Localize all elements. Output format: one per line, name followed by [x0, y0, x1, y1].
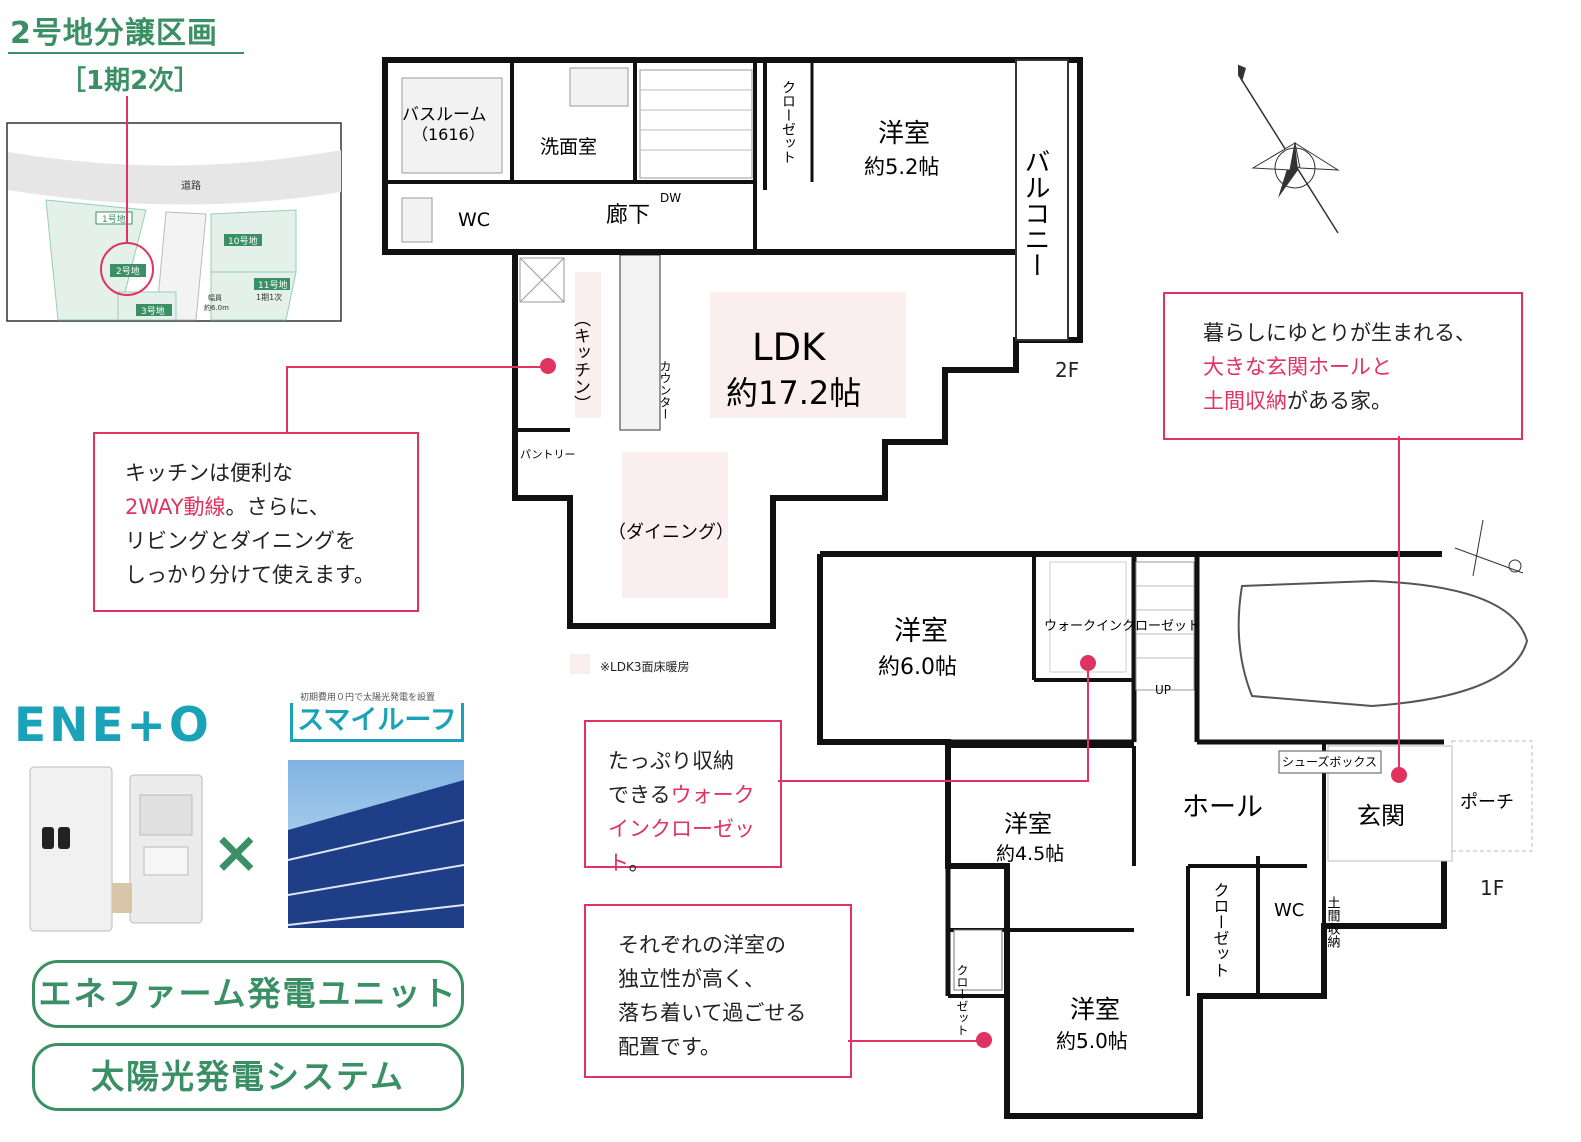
- porch-label: ポーチ: [1460, 792, 1514, 813]
- entrance-marker: [1391, 767, 1407, 783]
- closet-2f-label: クローゼット: [780, 80, 796, 164]
- floor-1f-label: 1F: [1480, 876, 1505, 900]
- shoebox-label: シューズボックス: [1282, 754, 1377, 769]
- dw-label: DW: [660, 191, 681, 205]
- lot2-label: 2号地: [116, 265, 140, 277]
- kitchen-callout: キッチンは便利な 2WAY動線。さらに、 リビングとダイニングを しっかり分けて…: [93, 432, 419, 612]
- page-title: 2号地分譲区画: [10, 16, 218, 51]
- title-underline: [8, 52, 244, 54]
- path-width-label: 幅員: [208, 293, 222, 302]
- pantry-label: パントリー: [520, 448, 576, 461]
- rooms-callout-line4: 配置です。: [618, 1035, 721, 1059]
- storage-label: 土間収納: [1325, 896, 1341, 949]
- western-a-label: 洋室: [894, 616, 948, 647]
- kitchen-marker: [540, 358, 556, 374]
- hall-label: ホール: [1182, 792, 1263, 823]
- western-2f-label: 洋室: [878, 119, 930, 149]
- up-label: UP: [1155, 683, 1171, 697]
- entrance-callout: 暮らしにゆとりが生まれる、 大きな玄関ホールと 土間収納がある家。: [1163, 292, 1523, 440]
- entrance-callout-line1: 暮らしにゆとりが生まれる、: [1203, 321, 1476, 345]
- eneto-logo: ENE+O: [14, 698, 212, 753]
- walkin-callout-line3: インクローゼット。: [608, 817, 755, 875]
- rooms-callout-line3: 落ち着いて過ごせる: [618, 1001, 807, 1025]
- western-c-label: 洋室: [1070, 995, 1120, 1024]
- walkin-callout-leader: [778, 780, 1088, 782]
- smile-roof-subtitle: 初期費用０円で太陽光発電を設置: [300, 693, 436, 703]
- kitchen-callout-line1: キッチンは便利な: [125, 461, 293, 485]
- western-b-label: 洋室: [1004, 810, 1052, 838]
- lot11-label: 11号地: [258, 279, 287, 291]
- fuel-cell-unit-image: [29, 766, 203, 932]
- balcony-label: バルコニー: [1020, 148, 1050, 278]
- bathroom-label: バスルーム: [402, 105, 487, 125]
- kitchen-callout-leader: [286, 366, 288, 432]
- heating-note: ※LDK3面床暖房: [600, 660, 690, 674]
- western-2f-size: 約5.2帖: [864, 155, 939, 179]
- western-b-size: 約4.5帖: [996, 843, 1064, 865]
- floor-plan-2f: バスルーム （1616） 洗面室 クローゼット 洋室 約5.2帖 バルコニー W…: [382, 57, 1083, 629]
- kitchen-label: （キッチン）: [570, 310, 591, 412]
- rooms-callout-line1: それぞれの洋室の: [618, 933, 786, 957]
- lot10-label: 10号地: [228, 235, 257, 247]
- road-label: 道路: [181, 179, 201, 192]
- lot11-sub: 1期1次: [256, 292, 282, 302]
- western-c-size: 約5.0帖: [1056, 1029, 1128, 1053]
- kitchen-callout-line4: しっかり分けて使えます。: [125, 563, 375, 587]
- lot1-label: 1号地: [102, 213, 126, 225]
- rooms-marker: [976, 1032, 992, 1048]
- heating-legend-swatch: [570, 654, 590, 674]
- closet-a-label: クローゼット: [955, 964, 969, 1036]
- solar-panel-image: [288, 760, 464, 928]
- smile-roof-logo: スマイルーフ: [290, 703, 464, 742]
- sitemap-pointer: [126, 96, 128, 124]
- dining-label: （ダイニング）: [608, 522, 734, 543]
- ldk-size: 約17.2帖: [726, 374, 861, 412]
- floor-2f-label: 2F: [1055, 358, 1080, 382]
- walkin-marker: [1080, 655, 1096, 671]
- walkin-callout-line1: たっぷり収納: [608, 749, 734, 773]
- kitchen-callout-line3: リビングとダイニングを: [125, 529, 356, 553]
- solar-label-box: 太陽光発電システム: [32, 1043, 464, 1111]
- site-map: 道路 1号地 2号地 3号地 10号地 11号地 1期1次 幅員 約6.0m: [6, 122, 342, 322]
- entrance-callout-leader: [1398, 436, 1400, 774]
- lot3-label: 3号地: [141, 305, 165, 317]
- washroom-label: 洗面室: [540, 136, 597, 158]
- entrance-callout-line2: 大きな玄関ホールと: [1203, 355, 1392, 379]
- kitchen-callout-line2: 2WAY動線。さらに、: [125, 495, 330, 519]
- ldk-label: LDK: [752, 326, 827, 369]
- cross-symbol: ×: [212, 818, 261, 886]
- compass-icon: [1238, 64, 1340, 234]
- western-a-size: 約6.0帖: [878, 655, 957, 680]
- hallway-label: 廊下: [606, 203, 650, 228]
- walkin-callout: たっぷり収納 できるウォーク インクローゼット。: [584, 720, 782, 875]
- rooms-callout-leader: [848, 1040, 984, 1042]
- rooms-callout-line2: 独立性が高く、: [618, 967, 765, 991]
- wc-1f-label: WC: [1274, 900, 1304, 921]
- closet-b-label: クローゼット: [1211, 882, 1230, 978]
- phase-label: ［1期2次］: [60, 66, 201, 96]
- small-compass-icon: [1454, 519, 1524, 577]
- bathroom-size: （1616）: [412, 125, 485, 144]
- rooms-callout: それぞれの洋室の 独立性が高く、 落ち着いて過ごせる 配置です。: [584, 904, 852, 1078]
- walkin-label: ウォークインクローゼット: [1044, 619, 1200, 634]
- entrance-label: 玄関: [1357, 802, 1405, 830]
- walkin-callout-line2: できるウォーク: [608, 783, 755, 807]
- path-width-value: 約6.0m: [204, 303, 229, 312]
- floor-plan-1f: 洋室 約6.0帖 ウォークインクローゼット UP シューズボックス ホール 玄関…: [817, 551, 1533, 1119]
- enefarm-label-box: エネファーム発電ユニット: [32, 960, 464, 1028]
- entrance-callout-line3: 土間収納がある家。: [1203, 389, 1392, 413]
- wc-2f-label: WC: [458, 209, 490, 231]
- counter-label: カウンター: [658, 360, 672, 420]
